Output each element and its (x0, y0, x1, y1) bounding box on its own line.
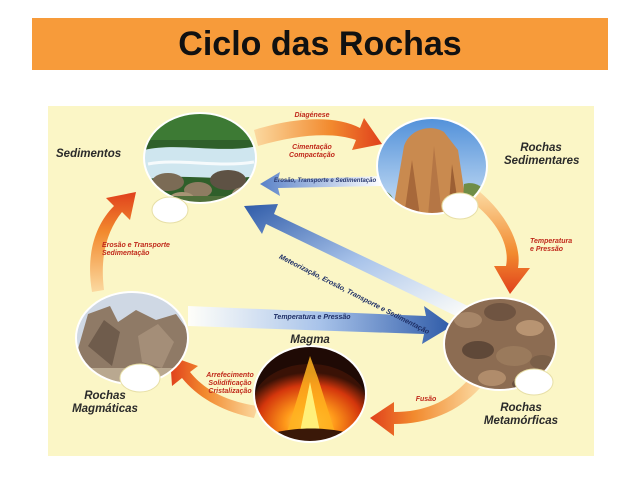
arrow-erosao-top (260, 172, 382, 196)
rochas-magmaticas-badge (119, 363, 161, 393)
rochas-metamorficas-badge (514, 368, 554, 396)
label-rochas-metamorficas-line2: Metamórficas (483, 415, 559, 428)
rochas-sedimentares-badge (441, 192, 479, 220)
label-rochas-magmaticas: Rochas Magmáticas (68, 390, 142, 416)
label-erosao-left-line1: Erosão e Transporte (102, 242, 170, 249)
arrow-diagenese (254, 118, 382, 150)
page-title: Ciclo das Rochas (178, 24, 462, 63)
diagram-artwork (75, 112, 557, 443)
label-rochas-sedimentares-line2: Sedimentares (504, 155, 580, 168)
label-temperatura-right-line1: Temperatura (530, 238, 573, 245)
label-fusao: Fusão (415, 396, 437, 403)
label-rochas-sedimentares-line1: Rochas (520, 142, 562, 154)
arrow-fusao (370, 380, 480, 436)
image-rochas-magmaticas (76, 292, 188, 384)
label-arrefecimento-line3: Cristalização (208, 388, 252, 396)
label-rochas-magmaticas-line2: Magmáticas (72, 403, 138, 416)
label-temperatura-right: Temperatura e Pressão (530, 238, 586, 254)
title-bar: Ciclo das Rochas (32, 18, 608, 70)
image-sedimentos (144, 113, 256, 203)
arrow-meteorizacao (244, 204, 468, 318)
label-erosao-left: Erosão e Transporte Sedimentação (102, 242, 182, 258)
arrow-erosao-left (90, 192, 136, 292)
label-erosao-left-line2: Sedimentação (102, 250, 150, 258)
label-temperatura-right-line2: e Pressão (530, 246, 564, 254)
label-cimentacao: Cimentação Compactação (280, 144, 344, 160)
label-arrefecimento-line2: Solidificação (208, 380, 252, 388)
label-rochas-metamorficas-line1: Rochas (500, 402, 542, 414)
rock-cycle-diagram: Sedimentos Rochas Sedimentares Rochas Me… (48, 106, 594, 456)
sedimentos-badge (151, 196, 189, 224)
label-magma: Magma (290, 334, 330, 346)
label-diagenese: Diagénese (294, 112, 330, 119)
label-rochas-metamorficas: Rochas Metamórficas (478, 402, 564, 428)
label-rochas-sedimentares: Rochas Sedimentares (504, 142, 580, 168)
label-sedimentos: Sedimentos (56, 148, 122, 160)
arrow-temperatura-center (188, 306, 452, 344)
label-cimentacao-line2: Compactação (289, 152, 335, 160)
label-cimentacao-line1: Cimentação (292, 144, 332, 151)
label-temperatura-center: Temperatura e Pressão (273, 314, 351, 321)
label-rochas-magmaticas-line1: Rochas (84, 390, 126, 402)
arrow-arrefecimento (170, 356, 258, 418)
label-arrefecimento: Arrefecimento Solidificação Cristalizaçã… (198, 372, 262, 396)
label-erosao-top: Erosão, Transporte e Sedimentação (273, 178, 377, 184)
image-magma (254, 346, 366, 442)
label-arrefecimento-line1: Arrefecimento (206, 372, 254, 379)
arrow-temperatura-right (472, 192, 530, 294)
